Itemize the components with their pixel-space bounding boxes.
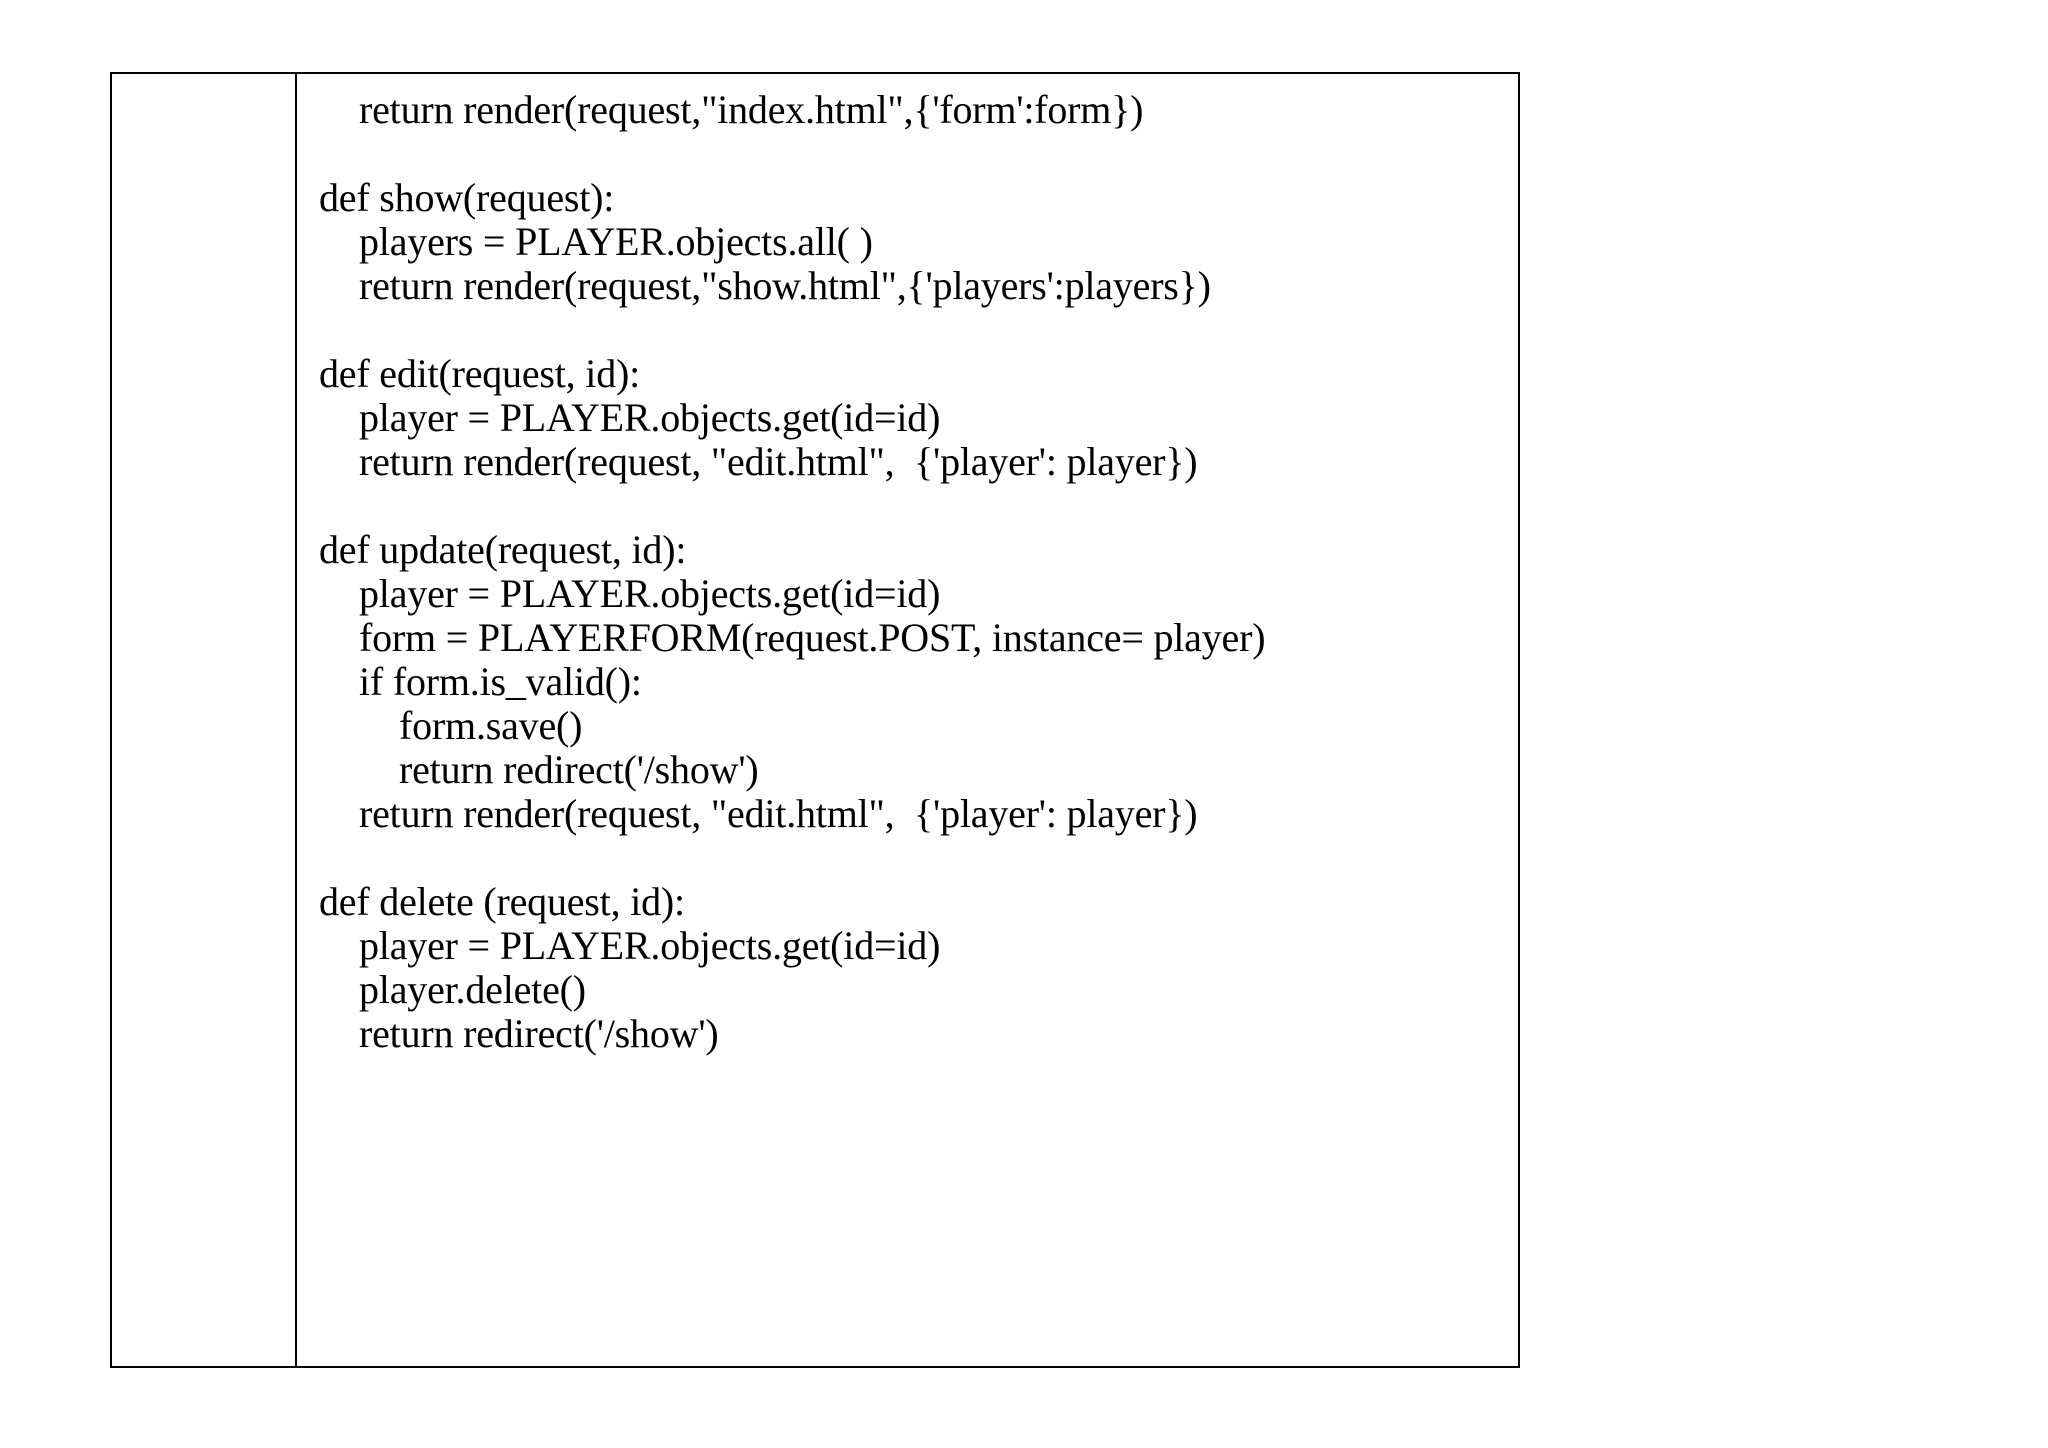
code-line: return render(request, "edit.html", {'pl…	[359, 791, 1198, 836]
code-line: def show(request):	[319, 175, 615, 220]
code-line: player = PLAYER.objects.get(id=id)	[359, 923, 941, 968]
table-code-column: return render(request,"index.html",{'for…	[297, 74, 1518, 1366]
python-code-block: return render(request,"index.html",{'for…	[307, 88, 1518, 1056]
table-label-column	[112, 74, 297, 1366]
code-line: return render(request,"show.html",{'play…	[359, 263, 1211, 308]
code-line: form.save()	[399, 703, 583, 748]
code-listing-table: return render(request,"index.html",{'for…	[110, 72, 1520, 1368]
code-line: return render(request, "edit.html", {'pl…	[359, 439, 1198, 484]
code-line-blank	[307, 836, 1518, 880]
code-line: player = PLAYER.objects.get(id=id)	[359, 571, 941, 616]
code-line-blank	[307, 132, 1518, 176]
code-line: form = PLAYERFORM(request.POST, instance…	[359, 615, 1266, 660]
code-line-blank	[307, 308, 1518, 352]
code-line: return render(request,"index.html",{'for…	[359, 87, 1144, 132]
code-line: return redirect('/show')	[399, 747, 759, 792]
code-line: def delete (request, id):	[319, 879, 685, 924]
code-line: def edit(request, id):	[319, 351, 641, 396]
code-line: player.delete()	[359, 967, 586, 1012]
code-line: if form.is_valid():	[359, 659, 642, 704]
code-line-blank	[307, 484, 1518, 528]
code-line: player = PLAYER.objects.get(id=id)	[359, 395, 941, 440]
code-line: players = PLAYER.objects.all( )	[359, 219, 873, 264]
code-line: return redirect('/show')	[359, 1011, 719, 1056]
code-line: def update(request, id):	[319, 527, 687, 572]
